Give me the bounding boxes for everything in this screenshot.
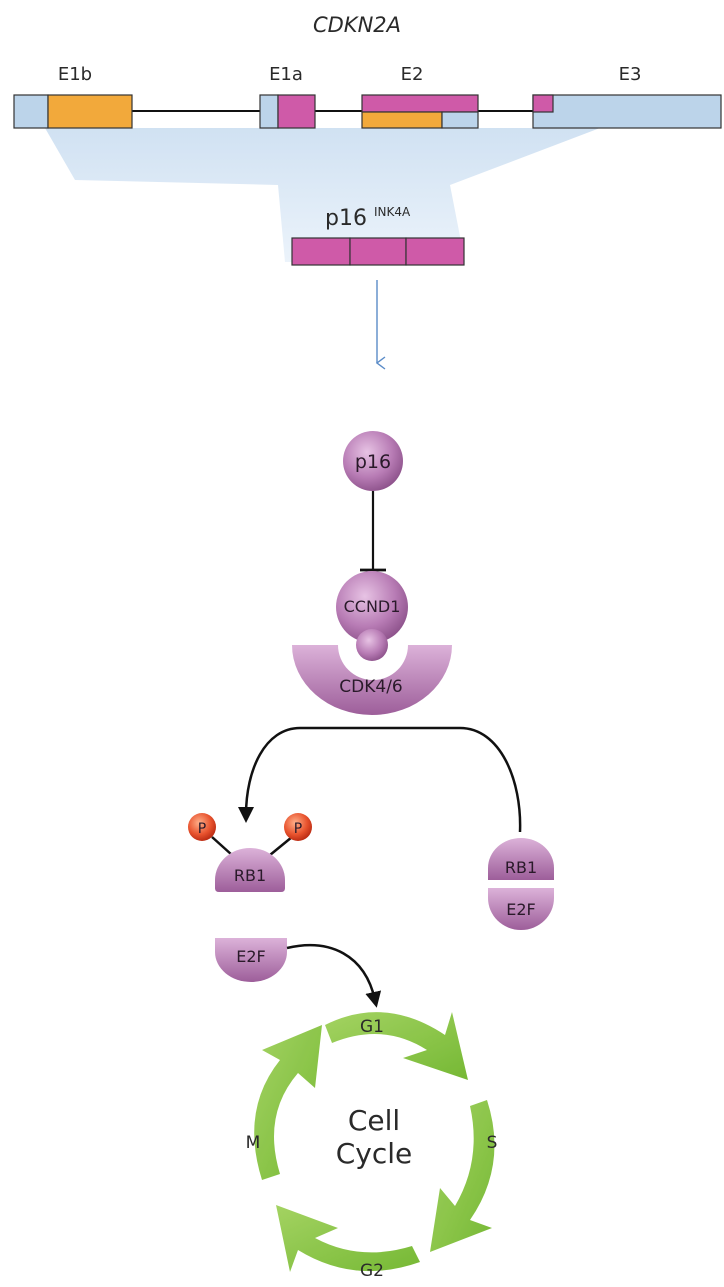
e2f-free-label: E2F: [236, 947, 266, 966]
phosphate-left: P: [188, 813, 216, 841]
p16-label: p16: [355, 451, 391, 473]
e2f-bound-label: E2F: [506, 900, 536, 919]
phase-s: S: [487, 1133, 498, 1153]
cell-cycle-title-line2: Cycle: [336, 1137, 413, 1170]
phase-m: M: [246, 1133, 261, 1153]
transcript-superscript: INK4A: [374, 205, 411, 219]
rb1-phospho-label: RB1: [234, 866, 266, 885]
exon-e3: E3: [532, 64, 722, 129]
phosphate-right: P: [284, 813, 312, 841]
arrow-s-to-g2: [430, 1100, 495, 1252]
exon-e1a-label: E1a: [269, 64, 303, 85]
exon-e2: E2: [361, 64, 479, 129]
cdk46-protein: CDK4/6: [292, 645, 452, 715]
arrow-g1-to-s: [325, 1012, 468, 1080]
rb1-e2f-complex: RB1 E2F: [488, 838, 554, 930]
inhibition-edge: [360, 491, 386, 572]
cell-cycle: G1 S G2 M Cell Cycle: [246, 1012, 498, 1281]
phosphate-left-label: P: [198, 821, 206, 837]
phase-g1: G1: [360, 1017, 384, 1037]
arrow-m-to-g1: [254, 1025, 322, 1180]
cell-cycle-title-line1: Cell: [348, 1104, 400, 1137]
exon-e1a: E1a: [259, 64, 316, 129]
exon-e2-label: E2: [401, 64, 424, 85]
cycle-arrows: [254, 1012, 495, 1272]
cdk46-label: CDK4/6: [339, 677, 402, 697]
rb1-bound-label: RB1: [505, 858, 537, 877]
gene-name: CDKN2A: [313, 13, 401, 37]
arrow-g2-to-m: [276, 1205, 420, 1272]
rb1-phosphorylated: RB1 P P: [188, 813, 312, 892]
phase-g2: G2: [360, 1261, 384, 1281]
exon-e1b: E1b: [13, 64, 133, 129]
ccnd1-label: CCND1: [344, 597, 401, 616]
p16-protein: p16: [343, 431, 403, 491]
transcript-label: p16 INK4A: [325, 205, 411, 231]
phosphorylation-arrow: [238, 726, 522, 833]
exon-e1b-label: E1b: [58, 64, 92, 85]
phosphate-right-label: P: [294, 821, 302, 837]
e2f-activation-arrow: [286, 944, 382, 1008]
ccnd1-protein: CCND1: [336, 571, 408, 661]
exon-e3-label: E3: [619, 64, 642, 85]
transcript-fan: [45, 128, 600, 262]
gene-structure: CDKN2A E1b E1a E2 E3: [13, 13, 722, 266]
transcript-name: p16: [325, 206, 367, 231]
p16-transcript: [291, 237, 465, 266]
e2f-free: E2F: [215, 938, 287, 982]
